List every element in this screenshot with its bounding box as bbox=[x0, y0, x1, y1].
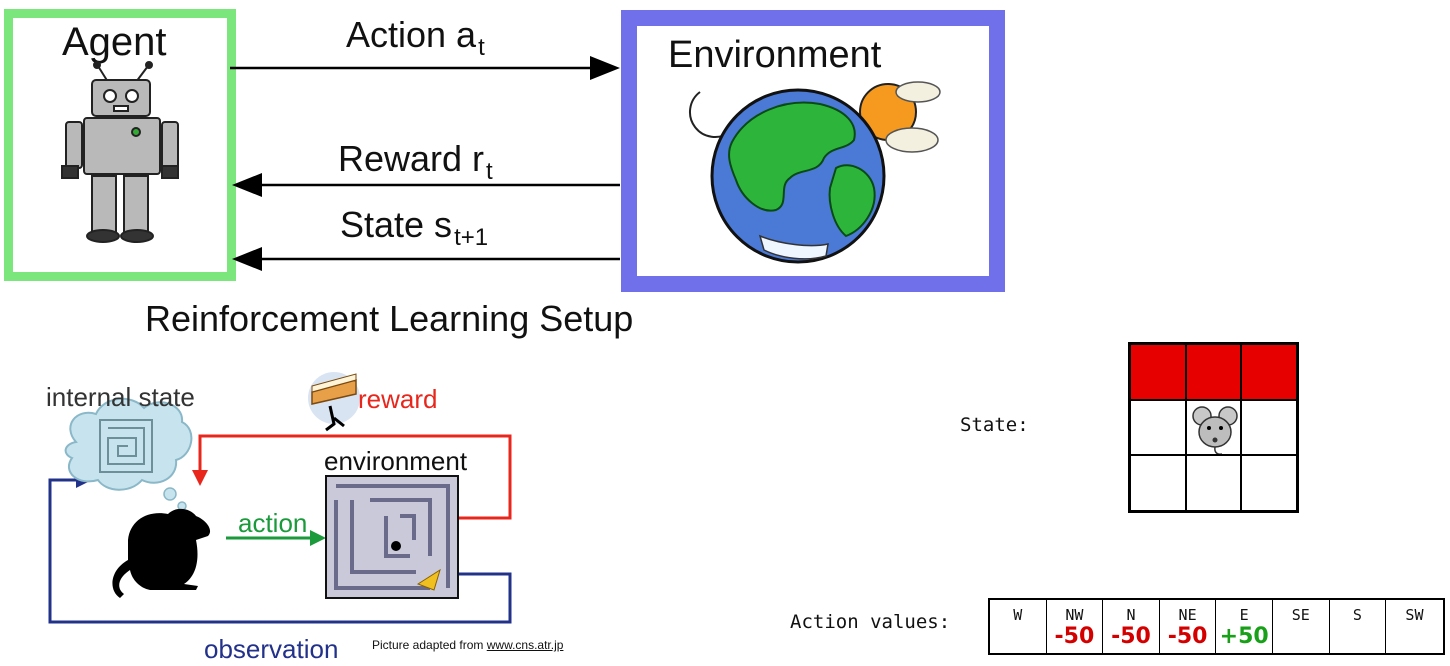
action-cell-w: W bbox=[990, 600, 1047, 653]
action-values-label: Action values: bbox=[790, 611, 951, 633]
grid-cell bbox=[1130, 399, 1186, 456]
action-cell-nw: NW-50 bbox=[1047, 600, 1104, 653]
action-cell-se: SE bbox=[1273, 600, 1330, 653]
reward-label: Reward rt bbox=[338, 138, 493, 185]
action-cell-s: S bbox=[1330, 600, 1387, 653]
credit-url: www.cns.atr.jp bbox=[486, 638, 564, 652]
reward-loop bbox=[192, 434, 512, 520]
grid-cell bbox=[1185, 344, 1242, 400]
robot-icon bbox=[61, 61, 179, 243]
action-direction: E bbox=[1239, 606, 1249, 624]
action-value: -50 bbox=[1167, 624, 1208, 649]
state-arrow bbox=[232, 247, 620, 271]
action-value: +50 bbox=[1219, 624, 1269, 649]
grid-cell bbox=[1130, 455, 1186, 511]
diagram-title: Reinforcement Learning Setup bbox=[145, 298, 634, 339]
reward-text-label: reward bbox=[358, 384, 438, 414]
action-direction: S bbox=[1352, 606, 1362, 624]
internal-state-label: internal state bbox=[46, 382, 195, 412]
environment-label: Environment bbox=[668, 34, 882, 76]
reward-arrow bbox=[232, 173, 620, 197]
mouse-icon bbox=[1192, 406, 1238, 455]
grid-cell bbox=[1241, 399, 1297, 456]
grid-cell bbox=[1185, 399, 1242, 456]
action-cell-n: N-50 bbox=[1103, 600, 1160, 653]
agent-box bbox=[4, 9, 236, 281]
action-direction: SW bbox=[1405, 606, 1424, 624]
earth-icon bbox=[689, 81, 941, 264]
grid-cell bbox=[1185, 455, 1242, 511]
grid-cell bbox=[1130, 344, 1186, 400]
agent-label: Agent bbox=[62, 20, 167, 64]
thought-cloud-icon bbox=[64, 397, 193, 511]
image-credit: Picture adapted from www.cns.atr.jp bbox=[372, 638, 564, 652]
action-cell-e: E+50 bbox=[1216, 600, 1273, 653]
action-direction: NW bbox=[1065, 606, 1084, 624]
state-label: State st+1 bbox=[340, 204, 489, 251]
action-cell-sw: SW bbox=[1386, 600, 1443, 653]
action-direction: N bbox=[1126, 606, 1136, 624]
action-value: -50 bbox=[1054, 624, 1095, 649]
grid-cell bbox=[1241, 344, 1297, 400]
observation-text-label: observation bbox=[204, 634, 339, 664]
pie-reward-icon bbox=[308, 372, 360, 432]
action-label: Action at bbox=[346, 14, 485, 61]
action-direction: W bbox=[1013, 606, 1023, 624]
state-text-label: State: bbox=[960, 414, 1029, 436]
action-value: -50 bbox=[1111, 624, 1151, 649]
maze-icon bbox=[325, 475, 459, 599]
action-arrow bbox=[230, 56, 620, 80]
environment-text-label: environment bbox=[324, 446, 468, 476]
action-direction: NE bbox=[1178, 606, 1197, 624]
state-grid bbox=[1128, 342, 1299, 513]
action-direction: SE bbox=[1291, 606, 1310, 624]
action-text-label: action bbox=[238, 508, 308, 538]
action-cell-ne: NE-50 bbox=[1160, 600, 1217, 653]
grid-cell bbox=[1241, 455, 1297, 511]
rat-icon bbox=[112, 508, 211, 598]
action-loop bbox=[226, 530, 326, 546]
